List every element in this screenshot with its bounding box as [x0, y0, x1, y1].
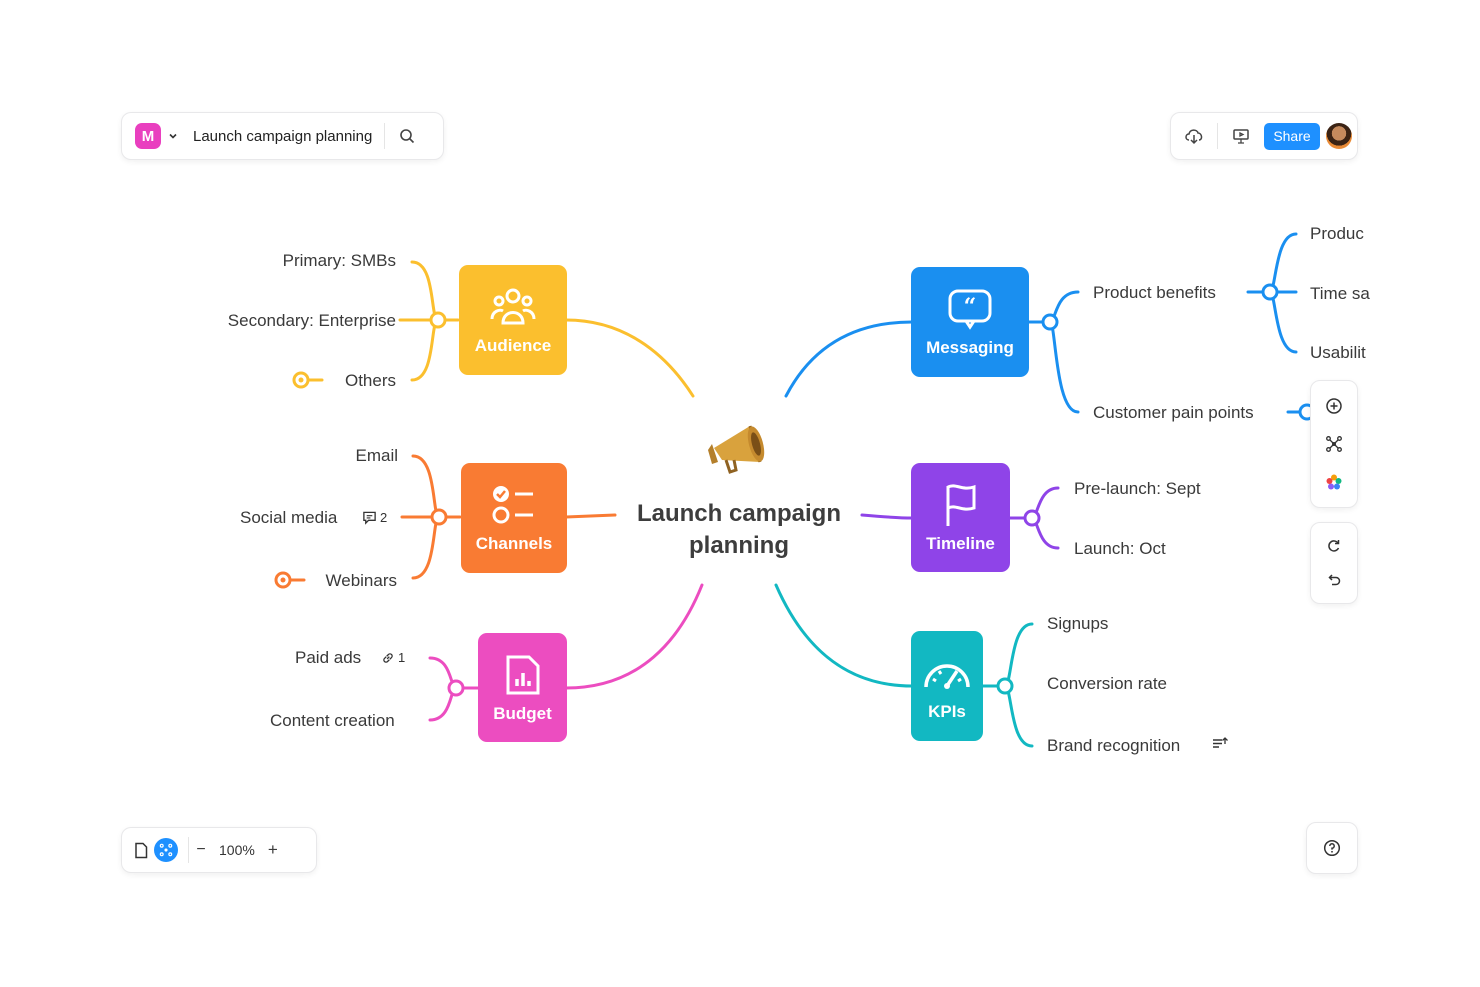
child-secondary-enterprise[interactable]: Secondary: Enterprise — [227, 311, 396, 330]
child-signups[interactable]: Signups — [1047, 614, 1109, 633]
present-icon[interactable] — [1224, 119, 1258, 153]
link-icon — [383, 652, 393, 663]
megaphone-icon — [706, 420, 772, 474]
child-customer-pain-points[interactable]: Customer pain points — [1093, 403, 1254, 422]
child-email[interactable]: Email — [355, 446, 398, 465]
node-label: Channels — [475, 534, 553, 553]
link-count: 1 — [398, 650, 406, 665]
child-product-benefits[interactable]: Product benefits — [1093, 283, 1216, 302]
mindmap-view-icon[interactable] — [154, 838, 178, 862]
child-primary-smbs[interactable]: Primary: SMBs — [282, 251, 396, 270]
comment-icon — [363, 511, 376, 525]
history-panel — [1310, 522, 1358, 604]
help-icon — [1323, 839, 1341, 857]
share-button[interactable]: Share — [1264, 122, 1320, 150]
child-webinars[interactable]: Webinars — [325, 571, 398, 590]
central-topic[interactable]: Launch campaign planning — [636, 500, 842, 559]
svg-text:“: “ — [964, 294, 977, 320]
divider — [1217, 123, 1218, 149]
node-timeline[interactable]: Timeline — [911, 463, 1010, 572]
node-budget[interactable]: Budget — [478, 633, 567, 742]
cloud-download-icon[interactable] — [1177, 119, 1211, 153]
comment-count: 2 — [380, 510, 388, 525]
node-messaging[interactable]: “ Messaging — [911, 267, 1029, 377]
child-pre-launch[interactable]: Pre-launch: Sept — [1074, 479, 1201, 498]
node-label: Budget — [493, 703, 552, 723]
zoom-toolbar: − 100% + — [121, 827, 317, 873]
search-icon[interactable] — [393, 122, 421, 150]
zoom-out-button[interactable]: − — [196, 841, 206, 858]
mindmap-icon[interactable] — [1317, 427, 1351, 461]
redo-icon[interactable] — [1317, 529, 1351, 563]
report-icon — [503, 652, 543, 698]
child-brand-recognition[interactable]: Brand recognition — [1047, 736, 1181, 755]
divider — [188, 837, 189, 863]
checklist-icon — [491, 482, 537, 528]
node-audience[interactable]: Audience — [459, 265, 567, 375]
notes-icon[interactable] — [1212, 737, 1228, 756]
flag-icon — [941, 482, 981, 528]
zoom-level: 100% — [219, 842, 255, 858]
user-avatar[interactable] — [1326, 123, 1352, 149]
page-icon[interactable] — [128, 833, 154, 867]
comment-badge[interactable]: 2 — [362, 510, 387, 525]
child-content-creation[interactable]: Content creation — [270, 711, 395, 730]
grandchild-product[interactable]: Produc — [1310, 224, 1364, 243]
document-toolbar: M Launch campaign planning — [121, 112, 444, 160]
color-palette-icon[interactable] — [1317, 465, 1351, 499]
quote-bubble-icon: “ — [947, 286, 993, 332]
child-social-media[interactable]: Social media — [240, 508, 338, 527]
grandchild-usability[interactable]: Usabilit — [1310, 343, 1366, 362]
zoom-in-button[interactable]: + — [267, 840, 278, 859]
node-label: Messaging — [926, 338, 1014, 357]
grandchild-time-saving[interactable]: Time sa — [1310, 284, 1370, 303]
help-button[interactable] — [1306, 822, 1358, 874]
child-paid-ads[interactable]: Paid ads — [295, 648, 362, 667]
undo-icon[interactable] — [1317, 563, 1351, 597]
gauge-icon — [921, 650, 973, 696]
plus-circle-icon[interactable] — [1317, 389, 1351, 423]
node-label: Audience — [474, 336, 552, 355]
child-others[interactable]: Others — [344, 371, 396, 390]
link-badge[interactable]: 1 — [381, 650, 405, 665]
node-channels[interactable]: Channels — [461, 463, 567, 573]
divider — [384, 123, 386, 149]
chevron-down-icon[interactable] — [167, 130, 179, 142]
grandchildren-clip: Produc Time sa Usabilit — [1310, 222, 1372, 372]
document-title[interactable]: Launch campaign planning — [193, 127, 373, 145]
node-kpis[interactable]: KPIs — [911, 631, 983, 741]
people-icon — [490, 284, 536, 330]
node-label: Timeline — [926, 533, 995, 553]
app-logo[interactable]: M — [135, 123, 161, 149]
node-label: KPIs — [928, 702, 966, 721]
node-tools-panel — [1310, 380, 1358, 508]
share-toolbar: Share — [1170, 112, 1358, 160]
child-launch[interactable]: Launch: Oct — [1074, 539, 1166, 558]
child-conversion-rate[interactable]: Conversion rate — [1047, 674, 1168, 693]
